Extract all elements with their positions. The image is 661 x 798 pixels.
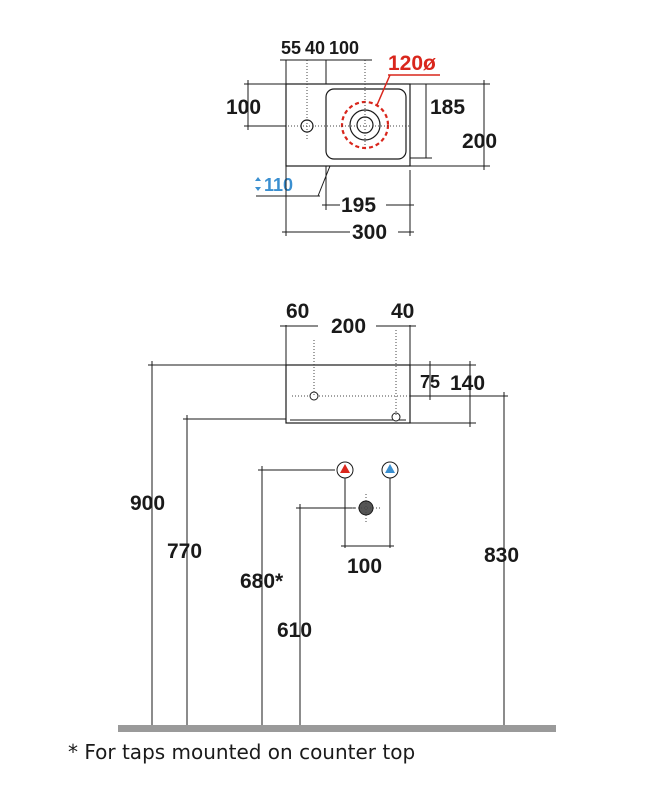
footnote: * For taps mounted on counter top <box>68 740 416 764</box>
dim-110-depth: 110 <box>264 175 293 195</box>
dim-40-front: 40 <box>391 300 414 323</box>
dim-200-right: 200 <box>462 130 497 153</box>
dim-40-top: 40 <box>305 38 325 58</box>
dim-100-top: 100 <box>329 38 359 58</box>
dim-610: 610 <box>277 619 312 642</box>
dim-830: 830 <box>484 544 519 567</box>
dim-100-left: 100 <box>226 96 261 119</box>
drain-inner-ring <box>356 116 374 134</box>
front-basin-outline <box>285 364 411 424</box>
dim-680: 680* <box>240 570 284 593</box>
dim-60: 60 <box>286 300 309 323</box>
front-view: 60 200 40 75 140 900 770 830 680* <box>118 300 556 732</box>
dim-200-front: 200 <box>331 315 366 338</box>
dim-900: 900 <box>130 492 165 515</box>
dim-185: 185 <box>430 96 465 119</box>
dim-770: 770 <box>167 540 202 563</box>
dim-300: 300 <box>352 221 387 244</box>
dim-100-taps: 100 <box>347 555 382 578</box>
dim-140: 140 <box>450 372 485 395</box>
dim-75: 75 <box>420 372 440 392</box>
dim-195: 195 <box>341 194 376 217</box>
up-down-arrow-icon <box>255 177 261 191</box>
dim-120-diameter: 120ø <box>388 52 436 75</box>
leader-120 <box>376 74 391 106</box>
dim-55: 55 <box>281 38 301 58</box>
floor-line <box>118 725 556 732</box>
top-view: 55 40 100 120ø 100 185 200 110 195 <box>226 38 497 244</box>
